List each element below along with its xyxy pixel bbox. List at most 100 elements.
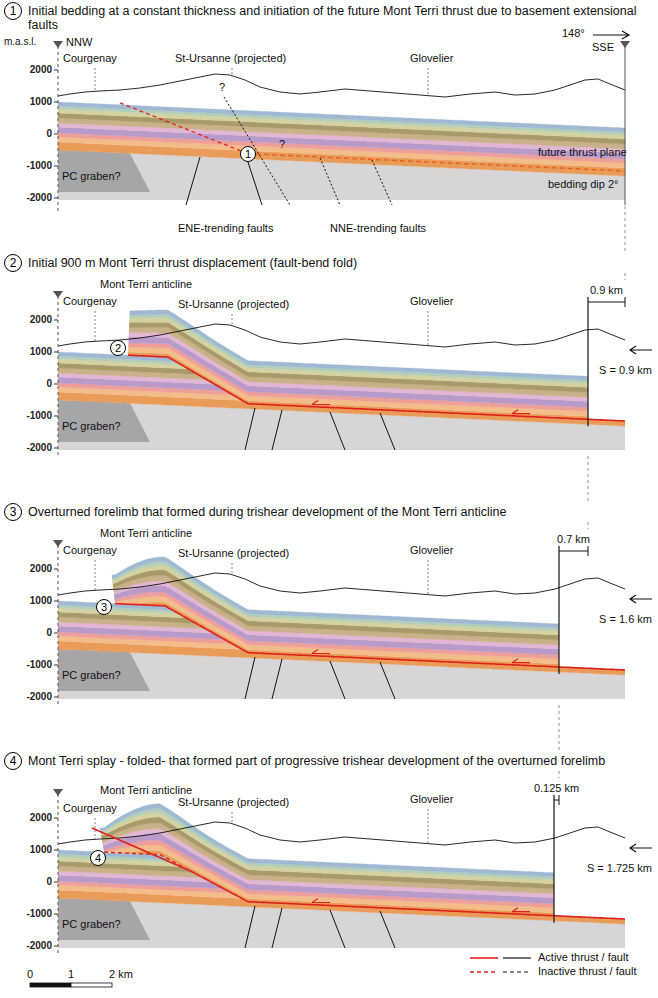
callout-number: 2 — [110, 340, 126, 356]
basement-fault — [245, 657, 255, 699]
axis-tick — [54, 882, 58, 883]
section-label: ENE-trending faults — [178, 222, 273, 235]
active-thrust — [128, 355, 625, 421]
axis-tick — [54, 850, 58, 851]
slip-arrow — [312, 401, 330, 405]
axis-value: -2000 — [26, 442, 52, 454]
section-label: future thrust plane — [538, 146, 627, 159]
axis-value: -2000 — [26, 691, 52, 703]
pin-line — [553, 795, 554, 923]
scale-bar — [30, 983, 71, 987]
step-number: 2 — [4, 254, 22, 272]
place-line — [232, 68, 233, 76]
legend-text: Inactive thrust / fault — [538, 965, 636, 978]
section-label: S = 1.725 km — [587, 862, 652, 875]
legend-text: Active thrust / fault — [538, 951, 628, 964]
callout-text: 3 — [101, 601, 107, 613]
future-thrust — [120, 103, 248, 154]
section-label: S = 0.9 km — [599, 364, 652, 377]
shortening-arrow — [630, 346, 652, 354]
place-line — [95, 560, 96, 590]
section-label: Glovelier — [410, 52, 453, 65]
section-label: Mont Terri anticline — [100, 784, 192, 797]
section-label: bedding dip 2° — [548, 178, 618, 191]
axis-value: 2000 — [30, 314, 52, 326]
guide-line — [625, 206, 626, 252]
callout-text: 1 — [245, 148, 251, 160]
slip-arrow — [512, 410, 530, 414]
guide-line — [559, 705, 560, 750]
basement-fault — [320, 158, 340, 205]
axis-tick — [54, 818, 58, 819]
topography-line — [58, 324, 625, 347]
section-label: 1 — [68, 968, 74, 981]
axis-value: -1000 — [26, 410, 52, 422]
axis-tick — [54, 633, 58, 634]
section-label: 0.7 km — [557, 533, 590, 546]
axis-tick — [54, 134, 58, 135]
basement-fault — [330, 661, 345, 699]
shortening-arrow — [630, 844, 652, 852]
place-line — [95, 311, 96, 341]
section-label: S = 1.6 km — [599, 613, 652, 626]
inactive-thrust — [104, 852, 190, 871]
place-line — [95, 68, 96, 91]
axis-value: 1000 — [30, 844, 52, 856]
legend-sample — [503, 957, 531, 958]
section-edge — [625, 46, 626, 205]
scale-bar — [71, 983, 112, 987]
section-label: Courgenay — [63, 295, 117, 308]
place-line — [232, 812, 233, 824]
section-label: 0.9 km — [590, 284, 623, 297]
step-number: 1 — [4, 2, 22, 20]
axis-value: 2000 — [30, 64, 52, 76]
axis-tick — [54, 448, 58, 449]
pin-line — [587, 297, 588, 426]
axis-value: -2000 — [26, 940, 52, 952]
section-label: Mont Terri anticline — [100, 527, 192, 540]
basement-fault — [272, 908, 282, 948]
section-label: PC graben? — [62, 420, 121, 433]
axis-value: 1000 — [30, 346, 52, 358]
section-label: Courgenay — [63, 802, 117, 815]
axis-value: -1000 — [26, 160, 52, 172]
section-label: St-Ursanne (projected) — [178, 547, 289, 560]
axis-tick — [54, 352, 58, 353]
axis-value: 2000 — [30, 563, 52, 575]
basement-fault — [372, 160, 392, 205]
section-label: St-Ursanne (projected) — [178, 796, 289, 809]
topography-line — [58, 74, 625, 97]
axis-value: 0 — [46, 876, 52, 888]
strata-group — [58, 804, 554, 921]
topography-line — [58, 822, 625, 845]
slip-arrow — [312, 899, 330, 903]
basement-fault — [272, 659, 282, 699]
callout-text: 4 — [10, 754, 17, 768]
basement-fault — [186, 157, 200, 205]
axis-value: 1000 — [30, 595, 52, 607]
step-number: 4 — [4, 752, 22, 770]
section-label: Glovelier — [410, 544, 453, 557]
axis-value: 1000 — [30, 96, 52, 108]
axis-tick — [54, 320, 58, 321]
section-label: 2 km — [109, 968, 133, 981]
panel-title: Overturned forelimb that formed during t… — [28, 505, 652, 519]
strata-group — [58, 102, 625, 176]
place-line — [232, 563, 233, 575]
graben-fill — [58, 150, 150, 192]
panel-title: Mont Terri splay - folded- that formed p… — [28, 754, 652, 768]
rock-layer — [58, 804, 554, 877]
section-label: PC graben? — [62, 918, 121, 931]
graben-fill — [58, 400, 150, 442]
section-label: NNW — [66, 36, 92, 49]
section-marker — [53, 789, 63, 796]
callout-number: 3 — [96, 599, 112, 615]
axis-value: 2000 — [30, 812, 52, 824]
axis-tick — [54, 416, 58, 417]
shortening-arrow — [630, 595, 652, 603]
rock-layer — [58, 102, 625, 132]
legend-sample — [503, 971, 531, 972]
section-label: Courgenay — [63, 544, 117, 557]
section-label: St-Ursanne (projected) — [175, 52, 286, 65]
section-label: St-Ursanne (projected) — [178, 298, 289, 311]
